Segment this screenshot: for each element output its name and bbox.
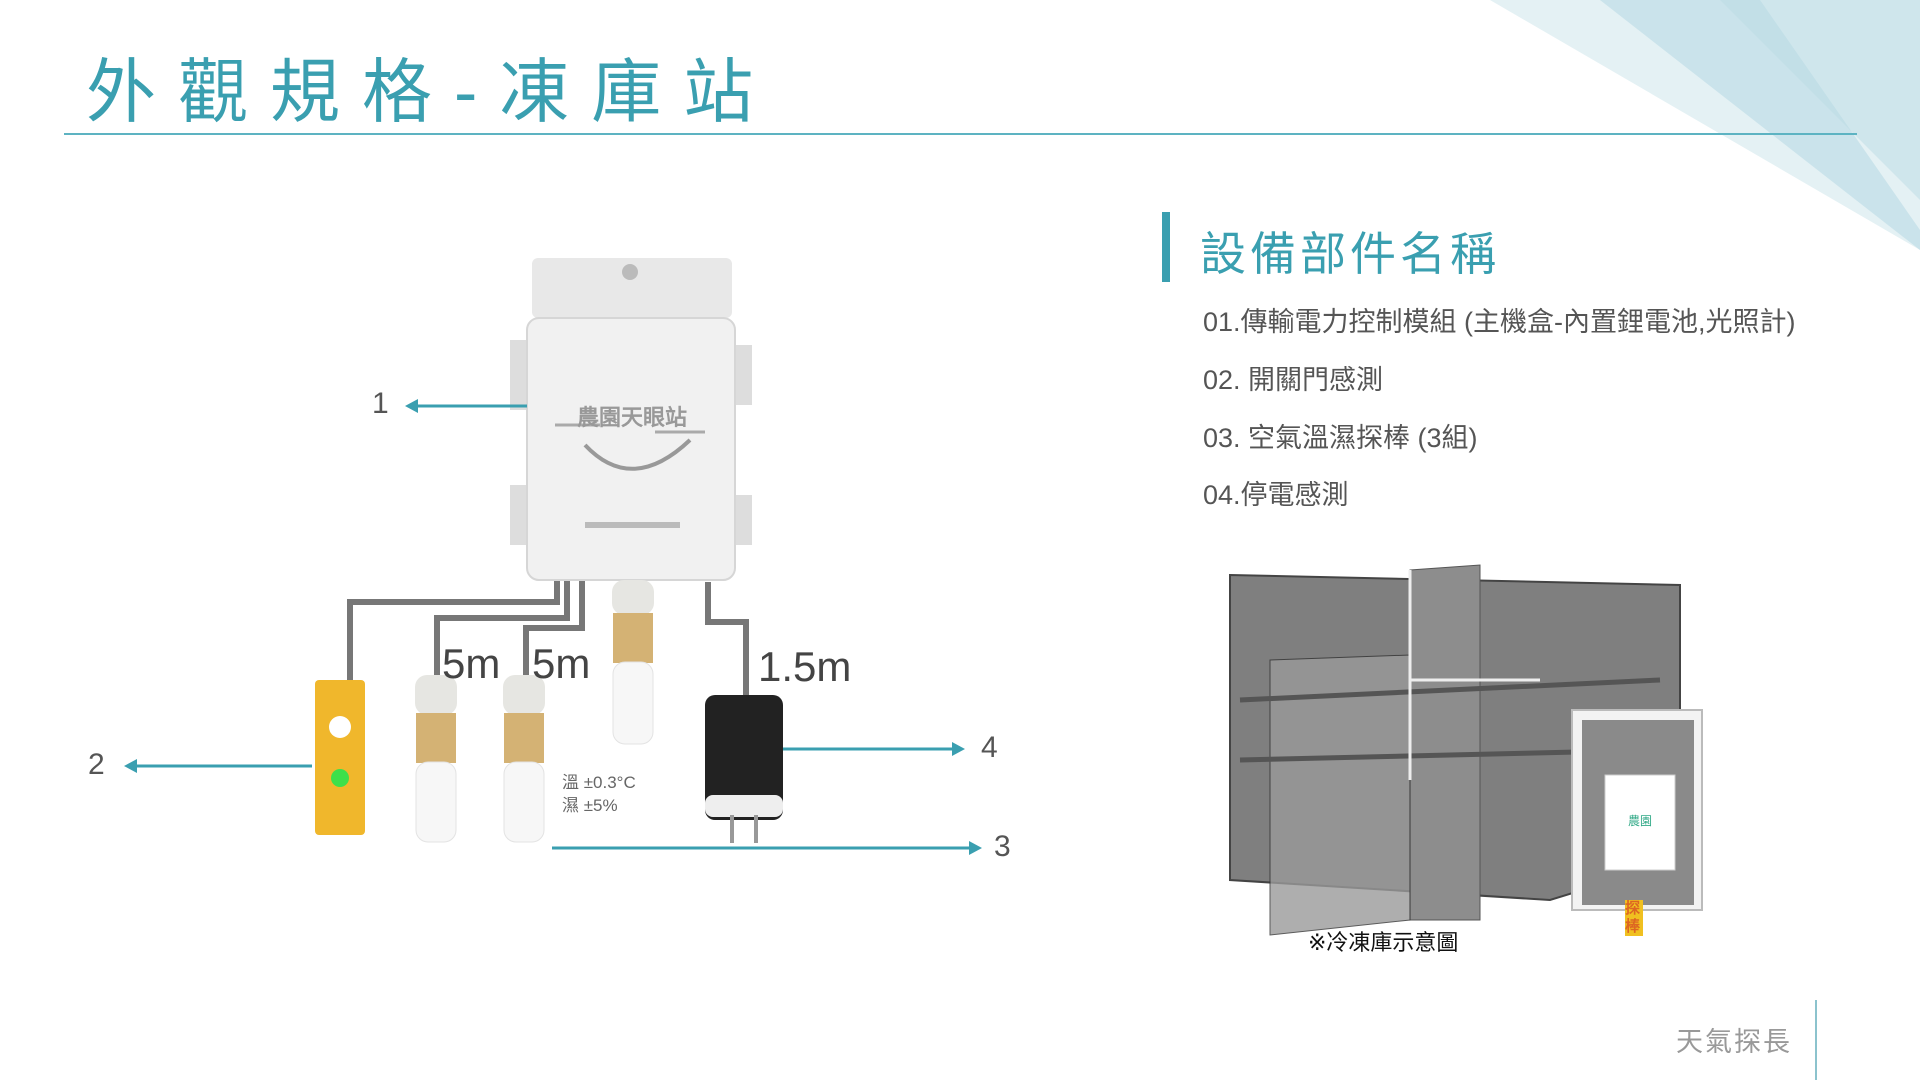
title-divider xyxy=(64,133,1857,135)
cable-length-3: 1.5m xyxy=(758,643,852,690)
illustration-caption: ※冷凍庫示意圖 xyxy=(1308,930,1459,955)
cables xyxy=(347,575,749,700)
svg-text:農園: 農園 xyxy=(1628,814,1652,828)
footer-divider xyxy=(1815,1000,1817,1080)
callout-2: 2 xyxy=(88,748,105,781)
part-item-2: 02. 開關門感測 xyxy=(1203,365,1384,395)
heading-accent-bar xyxy=(1162,212,1170,282)
callout-1: 1 xyxy=(372,387,389,420)
part-item-4: 04.停電感測 xyxy=(1203,480,1349,510)
humidity-accuracy: 濕 ±5% xyxy=(562,796,618,815)
main-control-box: 農園天眼站 xyxy=(510,258,752,581)
cable-length-2: 5m xyxy=(532,640,591,687)
logo-text: 農園天眼站 xyxy=(577,405,687,430)
page-title: 外觀規格-凍庫站 xyxy=(86,53,776,131)
footer-brand: 天氣探長 xyxy=(1676,1027,1792,1057)
power-adapter xyxy=(705,695,783,843)
device-diagram: 農園天眼站 xyxy=(124,258,982,855)
callout-3: 3 xyxy=(994,830,1011,863)
temp-accuracy: 溫 ±0.3°C xyxy=(562,773,636,792)
callout-4: 4 xyxy=(981,731,998,764)
section-heading: 設備部件名稱 xyxy=(1200,228,1500,280)
probe-label: 探棒 xyxy=(1625,900,1643,936)
humidity-probes xyxy=(415,580,654,843)
cold-room-illustration: 農園 xyxy=(1229,564,1703,936)
door-sensor xyxy=(315,680,365,835)
part-item-3: 03. 空氣溫濕探棒 (3組) xyxy=(1203,423,1478,453)
cable-length-1: 5m xyxy=(442,640,501,687)
part-item-1: 01.傳輸電力控制模組 (主機盒-內置鋰電池,光照計) xyxy=(1203,307,1796,337)
callout-arrows xyxy=(124,399,982,855)
